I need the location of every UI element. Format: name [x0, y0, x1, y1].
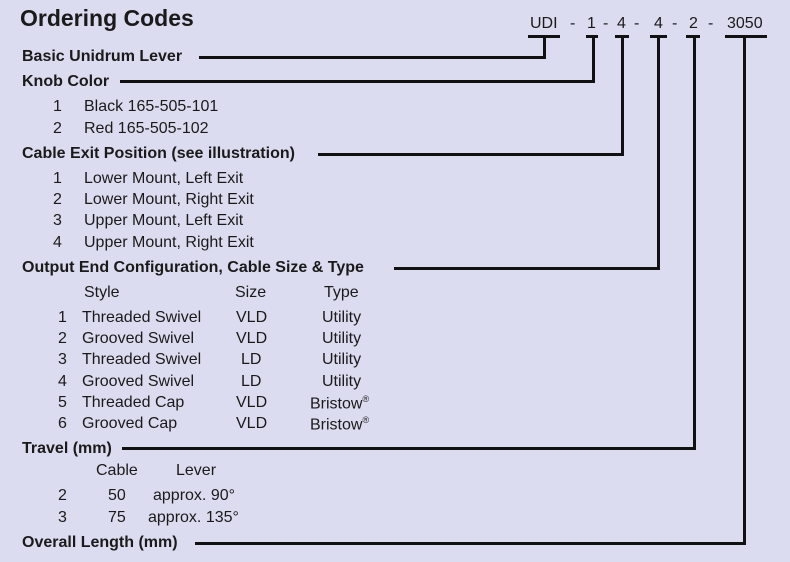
output-type-text: Bristow [310, 416, 363, 434]
code-part-output: 4 [654, 15, 663, 32]
registered-mark: ® [362, 394, 370, 404]
code-part-knob: 1 [587, 15, 596, 32]
code-separator: - [708, 15, 714, 32]
output-number: 4 [58, 373, 67, 390]
output-type: Utility [322, 351, 362, 368]
leader-line [394, 267, 660, 270]
output-number: 5 [58, 394, 67, 411]
knob-option-number: 1 [53, 98, 62, 115]
leader-line [743, 36, 746, 545]
exit-option-text: Lower Mount, Left Exit [84, 170, 244, 187]
output-size: VLD [236, 309, 268, 326]
travel-number: 2 [58, 487, 67, 504]
travel-cable: 50 [108, 487, 126, 504]
section-travel: Travel (mm) [22, 440, 112, 457]
travel-lever: approx. 135° [148, 509, 239, 526]
output-number: 1 [58, 309, 67, 326]
travel-header-lever: Lever [176, 462, 217, 479]
output-header-type: Type [324, 284, 359, 301]
leader-line [592, 36, 595, 83]
exit-option-text: Upper Mount, Left Exit [84, 212, 244, 229]
travel-header-cable: Cable [96, 462, 138, 479]
exit-option-number: 1 [53, 170, 62, 187]
code-separator: - [672, 15, 678, 32]
output-size: VLD [236, 415, 268, 432]
travel-number: 3 [58, 509, 67, 526]
code-part-length: 3050 [727, 15, 763, 32]
leader-line [199, 56, 546, 59]
output-type: Utility [322, 330, 362, 347]
output-style: Grooved Cap [82, 415, 178, 432]
section-knob-color: Knob Color [22, 73, 110, 90]
travel-cable: 75 [108, 509, 126, 526]
section-cable-exit: Cable Exit Position (see illustration) [22, 145, 295, 162]
leader-line [318, 153, 624, 156]
leader-line [657, 36, 660, 270]
code-separator: - [603, 15, 609, 32]
output-style: Threaded Cap [82, 394, 185, 411]
knob-option-text: Black 165-505-101 [84, 98, 219, 115]
exit-option-number: 3 [53, 212, 62, 229]
output-type: Utility [322, 373, 362, 390]
output-type-text: Bristow [310, 395, 363, 413]
exit-option-number: 2 [53, 191, 62, 208]
exit-option-text: Upper Mount, Right Exit [84, 234, 254, 251]
output-number: 6 [58, 415, 67, 432]
code-underline [725, 35, 767, 38]
exit-option-text: Lower Mount, Right Exit [84, 191, 254, 208]
leader-line [120, 80, 595, 83]
leader-line [122, 447, 696, 450]
leader-line [693, 36, 696, 450]
leader-line [621, 36, 624, 156]
output-size: VLD [236, 394, 268, 411]
output-header-size: Size [235, 284, 267, 301]
code-part-exit: 4 [617, 15, 626, 32]
section-output-end: Output End Configuration, Cable Size & T… [22, 259, 364, 276]
output-type: Bristow® [310, 394, 369, 413]
section-overall-length: Overall Length (mm) [22, 534, 178, 551]
page-title: Ordering Codes [20, 5, 194, 31]
travel-lever: approx. 90° [153, 487, 236, 504]
section-basic: Basic Unidrum Lever [22, 48, 183, 65]
code-separator: - [570, 15, 576, 32]
output-style: Threaded Swivel [82, 309, 202, 326]
registered-mark: ® [362, 415, 370, 425]
output-number: 3 [58, 351, 67, 368]
exit-option-number: 4 [53, 234, 62, 251]
output-style: Threaded Swivel [82, 351, 202, 368]
code-part-model: UDI [530, 15, 558, 32]
knob-option-text: Red 165-505-102 [84, 120, 209, 137]
code-part-travel: 2 [689, 15, 698, 32]
output-style: Grooved Swivel [82, 373, 195, 390]
output-size: LD [241, 351, 262, 368]
output-type: Bristow® [310, 415, 369, 434]
leader-line [543, 36, 546, 59]
output-header-style: Style [84, 284, 120, 301]
output-type: Utility [322, 309, 362, 326]
output-size: VLD [236, 330, 268, 347]
output-size: LD [241, 373, 262, 390]
knob-option-number: 2 [53, 120, 62, 137]
output-style: Grooved Swivel [82, 330, 195, 347]
code-separator: - [634, 15, 640, 32]
output-number: 2 [58, 330, 67, 347]
leader-line [195, 542, 746, 545]
